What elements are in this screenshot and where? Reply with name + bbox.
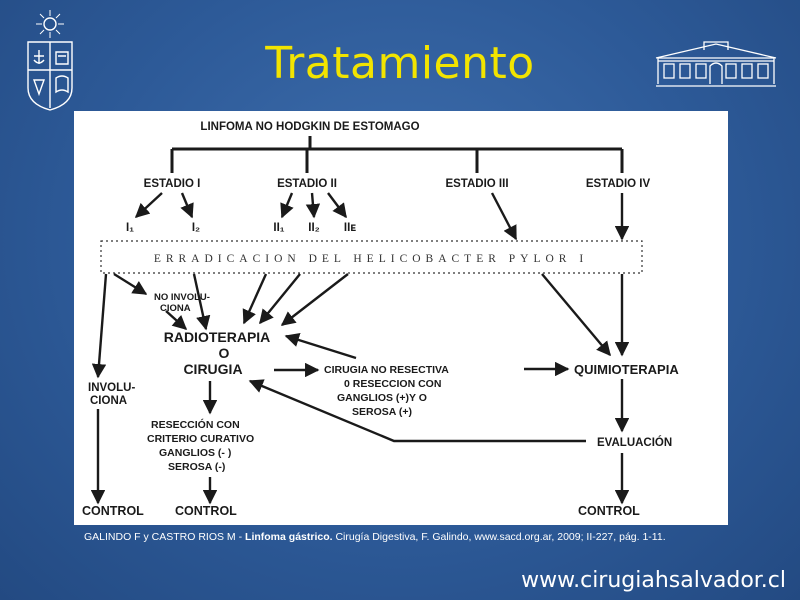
no-involuciona-line1: NO INVOLU-: [154, 292, 210, 303]
substage-ii1: II₁: [273, 222, 284, 234]
no-involuciona-line2: CIONA: [160, 303, 191, 314]
substage-ii2: II₂: [308, 222, 320, 234]
citation-separator: -: [235, 531, 246, 543]
citation-topic: Linfoma gástrico.: [245, 531, 333, 543]
or-label: O: [219, 345, 230, 361]
radioterapia-node: RADIOTERAPIA: [164, 329, 271, 345]
stage-3-node: ESTADIO III: [445, 178, 508, 190]
flow-arrows: [90, 192, 630, 505]
stage-4-node: ESTADIO IV: [586, 178, 651, 190]
involuciona-line1: INVOLU-: [88, 382, 135, 394]
reseccion-curativa-line2: CRITERIO CURATIVO: [147, 433, 254, 445]
citation-authors: GALINDO F y CASTRO RIOS M: [84, 531, 236, 543]
evaluacion-node: EVALUACIÓN: [597, 436, 672, 449]
flowchart-svg: LINFOMA NO HODGKIN DE ESTOMAGO ESTADIO I…: [82, 121, 679, 518]
eradication-label: ERRADICACION DEL HELICOBACTER PYLOR I: [154, 253, 588, 265]
control-node-middle: CONTROL: [175, 504, 237, 518]
source-citation: GALINDO F y CASTRO RIOS M - Linfoma gást…: [84, 531, 784, 543]
cirugia-no-resectiva-line2: 0 RESECCION CON: [344, 378, 441, 390]
slide-title: Tratamiento: [265, 38, 535, 89]
cirugia-no-resectiva-line4: SEROSA (+): [352, 406, 412, 418]
reseccion-curativa-line4: SEROSA (-): [168, 461, 225, 473]
quimioterapia-node: QUIMIOTERAPIA: [574, 362, 679, 377]
cirugia-no-resectiva-line3: GANGLIOS (+)Y O: [337, 392, 427, 404]
root-node: LINFOMA NO HODGKIN DE ESTOMAGO: [200, 121, 419, 133]
control-node-left: CONTROL: [82, 504, 144, 518]
cirugia-no-resectiva-line1: CIRUGIA NO RESECTIVA: [324, 364, 449, 376]
website-url: www.cirugiahsalvador.cl: [521, 568, 786, 593]
root-branch-lines: [170, 136, 624, 173]
stage-2-node: ESTADIO II: [277, 178, 337, 190]
cirugia-node: CIRUGIA: [183, 361, 242, 377]
hospital-building-logo: [652, 38, 780, 90]
citation-details: Cirugía Digestiva, F. Galindo, www.sacd.…: [332, 531, 666, 543]
reseccion-curativa-line3: GANGLIOS (- ): [159, 447, 231, 459]
treatment-flowchart: LINFOMA NO HODGKIN DE ESTOMAGO ESTADIO I…: [74, 111, 728, 525]
substage-iie: IIᴇ: [344, 222, 356, 234]
involuciona-line2: CIONA: [90, 395, 127, 407]
stage-1-node: ESTADIO I: [144, 178, 201, 190]
reseccion-curativa-line1: RESECCIÓN CON: [151, 418, 240, 431]
eradication-box: [100, 240, 643, 274]
university-crest-logo: [22, 8, 78, 112]
substage-i1: I₁: [126, 222, 134, 234]
control-node-right: CONTROL: [578, 504, 640, 518]
substage-i2: I₂: [192, 222, 200, 234]
